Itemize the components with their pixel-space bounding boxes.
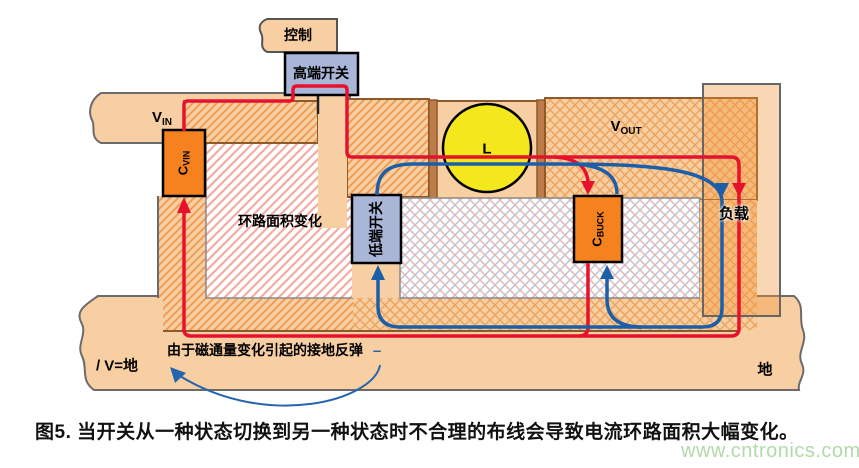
inductor-circle [441,102,533,194]
ground-bounce-arrowhead [170,367,186,383]
control-band [258,18,338,53]
vin-label: VIN [151,109,173,128]
cvin-capacitor-box [161,128,207,198]
watermark: www.cntronics.com [681,440,859,462]
blue-loop-ground-hatch [353,296,740,330]
ground-label: 地 [757,361,773,379]
output-loop-region [399,197,701,299]
control-label: 控制 [284,27,312,43]
low-side-switch-label: 低端开关 [368,201,384,257]
sw-hatch-column [346,98,430,198]
cbuck-capacitor-box [572,194,624,264]
inductor-label: L [482,140,492,158]
blue-current-loop [375,162,724,329]
ground-bounce-arrow [179,364,381,407]
inductor-pad-left [428,99,438,201]
blue-loop-arrowheads [371,183,729,280]
v-equals-ground-label: / V=地 [95,357,139,375]
load-overlay-band [702,83,781,317]
load-column-hatch [700,200,757,330]
inductor-pad-right [536,99,546,201]
low-side-switch-box [350,193,403,265]
switch-node-column [318,95,347,228]
vout-label: VOUT [610,118,642,137]
loop-area-change-label: 环路面积变化 [238,213,322,229]
red-loop-arrowheads [177,181,746,213]
ground-bounce-label: 由于磁通量变化引起的接地反弹 [167,342,363,358]
figure-caption: 图5. 当开关从一种状态切换到另一种状态时不合理的布线会导致电流环路面积大幅变化… [35,422,799,443]
load-label: 负载 [718,205,750,223]
cvin-label: CVIN [175,150,192,176]
high-side-switch-label: 高端开关 [293,65,349,81]
cbuck-label: CBUCK [589,211,606,247]
dash-mark: – [372,342,382,360]
red-loop-ground-hatch [163,296,353,332]
